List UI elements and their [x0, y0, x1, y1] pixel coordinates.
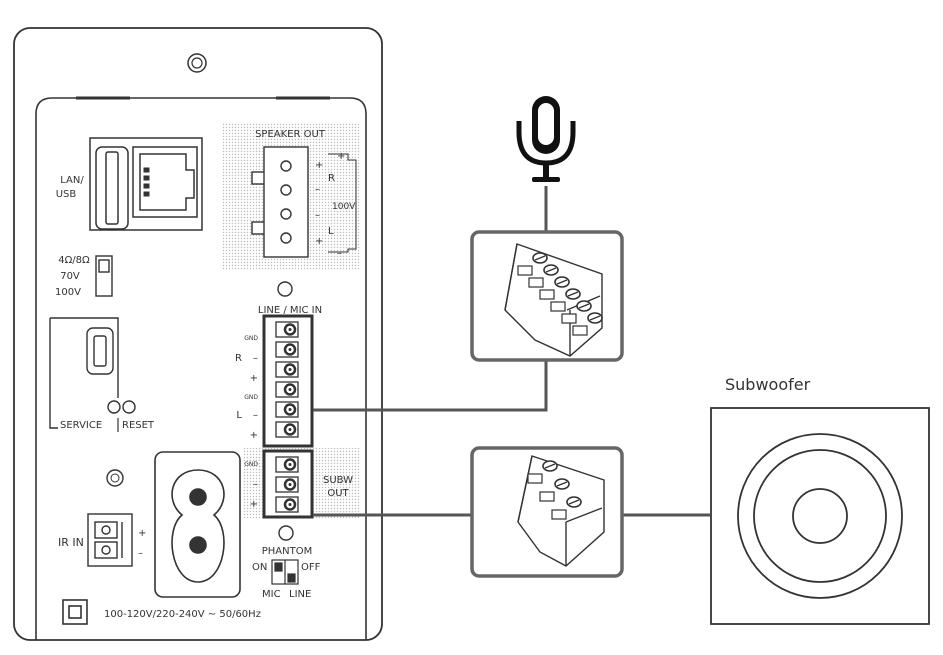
speaker-plus-r: + [315, 160, 323, 171]
phantom-label: PHANTOM [262, 546, 312, 557]
ir-screw-icon [106, 469, 124, 487]
speaker-100v-label: 100V [332, 202, 356, 212]
microphone-icon [516, 96, 576, 182]
top-screw-icon [187, 53, 207, 73]
speaker-out-terminal [251, 146, 309, 258]
class-ii-inner-icon [68, 605, 82, 619]
three-pin-screw [527, 460, 558, 484]
three-pin-connector-box [470, 446, 624, 578]
impedance-switch [95, 255, 113, 297]
service-button-icon [107, 400, 121, 414]
reset-label: RESET [122, 420, 155, 431]
l-minus-label: – [253, 410, 258, 421]
usb-port-icon [95, 146, 129, 230]
six-pin-screw [550, 288, 581, 312]
speaker-out-label: SPEAKER OUT [255, 129, 326, 140]
speaker-plus-l: + [315, 236, 323, 247]
subw-minus-label: – [253, 479, 258, 490]
three-pin-screw [539, 478, 570, 502]
ir-in-label: IR IN [58, 536, 84, 549]
six-pin-screw [572, 312, 603, 336]
lan-usb-label-1: LAN/ [60, 175, 84, 186]
line-mic-in-label: LINE / MIC IN [258, 305, 322, 316]
gnd-label-l: GND [244, 394, 258, 401]
line-label: LINE [289, 589, 311, 600]
speaker-minus-l: – [315, 210, 320, 221]
line-mic-in-pins [275, 321, 299, 438]
phantom-off-label: OFF [301, 562, 321, 573]
service-port [49, 317, 136, 429]
subwoofer-label: Subwoofer [725, 375, 811, 394]
micro-usb-icon [86, 327, 114, 375]
mic-in-pin [275, 381, 299, 398]
ir-plus-label: + [138, 528, 146, 539]
impedance-label-2: 70V [60, 271, 80, 282]
subwoofer-icon [710, 407, 930, 625]
phantom-switch [271, 559, 299, 585]
subw-out-pins [275, 456, 299, 513]
speaker-minus-r: – [315, 184, 320, 195]
impedance-label-1: 4Ω/8Ω [58, 255, 90, 266]
subw-gnd-label: GND [244, 461, 258, 468]
phantom-led-icon [278, 525, 294, 541]
mic-in-pin [275, 321, 299, 338]
gnd-label-r: GND [244, 335, 258, 342]
subw-plus-label: + [250, 499, 258, 510]
phantom-on-label: ON [252, 562, 267, 573]
mic-in-pin [275, 341, 299, 358]
subw-out-pin [275, 456, 299, 473]
inner-panel-outline [35, 97, 367, 640]
six-pin-screw [528, 264, 559, 288]
ir-minus-label: – [138, 548, 143, 559]
three-pin-screws [527, 460, 582, 520]
lan-usb-ports [89, 137, 203, 231]
mic-in-pin [275, 421, 299, 438]
panel-outline [13, 27, 383, 641]
three-pin-screw [551, 496, 582, 520]
six-pin-screw [561, 300, 592, 324]
mic-in-cable [313, 360, 548, 412]
speaker-minus-right: – [337, 248, 342, 259]
six-pin-screw [517, 252, 548, 276]
power-inlet [154, 451, 241, 598]
class-ii-outer-icon [62, 599, 88, 625]
impedance-label-3: 100V [55, 287, 81, 298]
subw-out-pin [275, 476, 299, 493]
mic-label: MIC [262, 589, 281, 600]
mic-in-pin [275, 361, 299, 378]
l-plus-label: + [250, 430, 258, 441]
l-label: L [236, 410, 242, 421]
six-pin-connector-box [470, 230, 624, 362]
lan-usb-label-2: USB [56, 189, 77, 200]
line-mic-knob-icon [277, 281, 293, 297]
ir-in-terminal [87, 513, 133, 567]
six-pin-screws [517, 252, 603, 336]
subw-out-pin [275, 496, 299, 513]
r-minus-label: – [253, 353, 258, 364]
mic-in-pin [275, 401, 299, 418]
service-label: SERVICE [60, 420, 102, 431]
lan-port-icon [132, 146, 198, 218]
reset-button-icon [122, 400, 136, 414]
power-spec-label: 100-120V/220-240V ∼ 50/60Hz [104, 609, 261, 620]
speaker-r-label: R [328, 173, 335, 184]
speaker-plus-right: + [337, 151, 345, 162]
connection-lines [313, 186, 710, 517]
r-label: R [235, 353, 242, 364]
subw-out-label-1: SUBW [323, 475, 353, 486]
speaker-l-label: L [328, 226, 334, 237]
speaker-bracket [328, 153, 357, 253]
r-plus-label: + [250, 373, 258, 384]
subw-out-label-2: OUT [327, 488, 349, 499]
device-rear-panel [13, 27, 383, 641]
six-pin-screw [539, 276, 570, 300]
